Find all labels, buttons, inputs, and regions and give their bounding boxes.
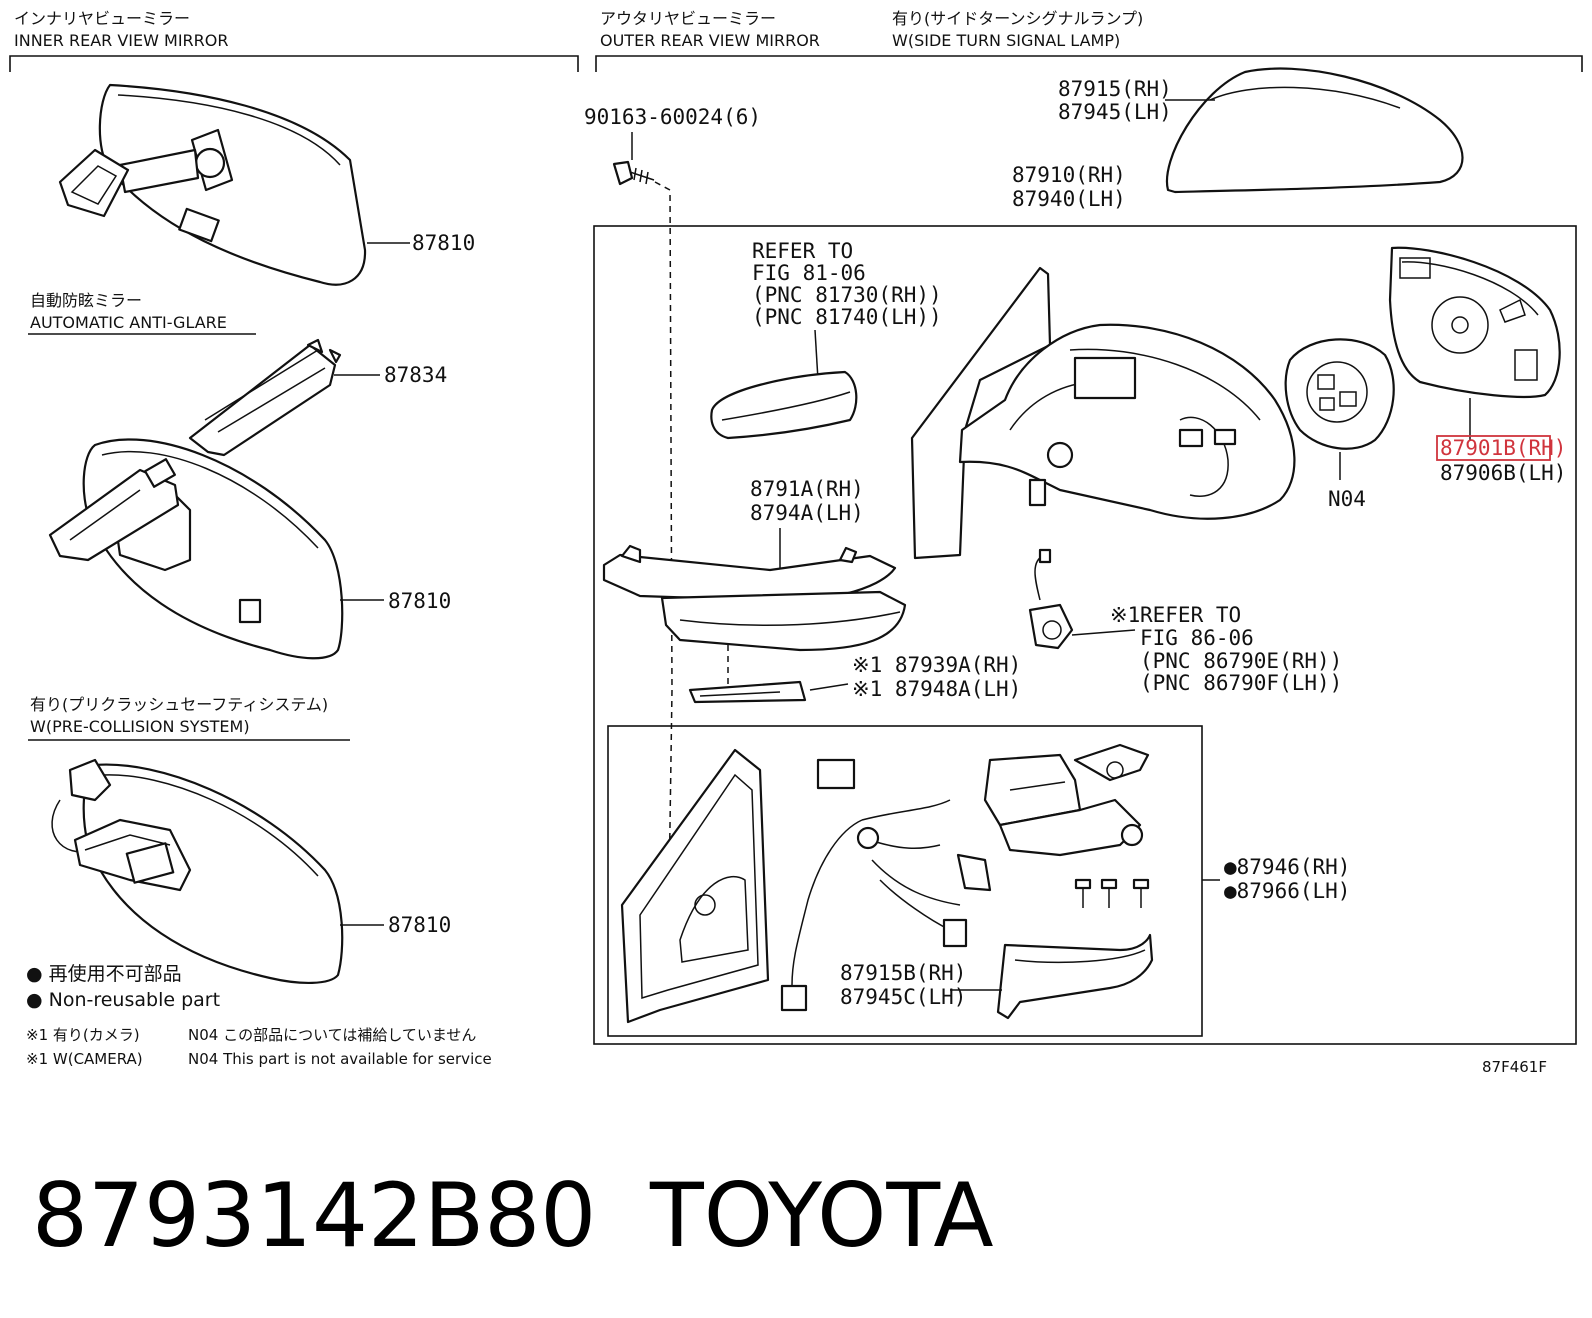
figure-code: 87F461F [1482, 1058, 1547, 1076]
header-antiglare-en: AUTOMATIC ANTI-GLARE [30, 313, 227, 332]
bracket-87834 [188, 338, 342, 457]
callout-kit-rh: ●87946(RH) [1224, 855, 1350, 879]
header-precollision-jp: 有り(プリクラッシュセーフティシステム) [30, 695, 328, 714]
screw-set [1074, 878, 1150, 908]
refer2-line2: FIG 86-06 [1140, 626, 1254, 650]
header-signal-jp: 有り(サイドターンシグナルランプ) [892, 9, 1143, 28]
header-precollision-en: W(PRE-COLLISION SYSTEM) [30, 717, 250, 736]
wire-harness [780, 758, 992, 1012]
mirror-body-assembly [910, 266, 1296, 560]
mirror-actuator-n04 [1284, 338, 1395, 450]
inner-section-bracket [9, 55, 579, 72]
callout-cover-lh: 87945(LH) [1058, 100, 1172, 124]
turn-signal-lamp [710, 370, 858, 440]
callout-visor-rh: 8791A(RH) [750, 477, 864, 501]
callout-87834: 87834 [384, 363, 447, 387]
legend-nonreusable-en: ● Non-reusable part [26, 989, 220, 1011]
header-outer-jp: アウタリヤビューミラー [600, 9, 776, 28]
brand-name: TOYOTA [649, 1164, 994, 1267]
callout-glass-lh: 87906B(LH) [1440, 461, 1566, 485]
callout-cover-rh: 87915(RH) [1058, 77, 1172, 101]
lower-visor [602, 544, 907, 652]
leader-camera [809, 683, 849, 691]
inner-mirror-3 [51, 758, 344, 985]
refer1-line1: REFER TO [752, 239, 853, 263]
leader-refer2 [1071, 629, 1136, 636]
refer1-line3: (PNC 81730(RH)) [752, 283, 942, 307]
screw-icon [612, 160, 655, 186]
callout-screw: 90163-60024(6) [584, 105, 761, 129]
callout-visor-lh: 8794A(LH) [750, 501, 864, 525]
outer-section-bracket [595, 55, 1583, 72]
mirror-fold-motor [983, 743, 1150, 857]
callout-87810-3: 87810 [388, 913, 451, 937]
callout-mirror-assy-lh: 87940(LH) [1012, 187, 1126, 211]
header-antiglare-jp: 自動防眩ミラー [30, 291, 142, 310]
part-number: 8793142B80 [32, 1164, 596, 1267]
refer1-line4: (PNC 81740(LH)) [752, 305, 942, 329]
callout-lower-cover-rh: 87915B(RH) [840, 961, 966, 985]
legend-camera-en: ※1 W(CAMERA) [26, 1050, 143, 1068]
refer2-line3: (PNC 86790E(RH)) [1140, 649, 1342, 673]
camera-bracket [688, 680, 807, 704]
refer2-prefix: ※1 [1110, 603, 1140, 627]
header-inner-jp: インナリヤビューミラー [14, 9, 190, 28]
refer2-line1: REFER TO [1140, 603, 1241, 627]
callout-kit-lh: ●87966(LH) [1224, 879, 1350, 903]
legend-n04-jp: N04 この部品については補給していません [188, 1026, 476, 1044]
legend-n04-en: N04 This part is not available for servi… [188, 1050, 492, 1068]
mirror-cover [1165, 67, 1464, 194]
lower-kit-frame [607, 725, 1203, 1037]
callout-mirror-assy-rh: 87910(RH) [1012, 163, 1126, 187]
mirror-base-garnish [620, 748, 770, 1024]
callout-cam-lh: ※1 87948A(LH) [852, 677, 1021, 701]
callout-glass-rh: 87901B(RH) [1440, 436, 1566, 460]
legend-nonreusable-jp: ● 再使用不可部品 [26, 963, 182, 985]
callout-lower-cover-lh: 87945C(LH) [840, 985, 966, 1009]
inner-mirror-2 [48, 438, 344, 660]
callout-cam-rh: ※1 87939A(RH) [852, 653, 1021, 677]
header-signal-en: W(SIDE TURN SIGNAL LAMP) [892, 31, 1120, 50]
inner-mirror-1 [58, 83, 367, 286]
callout-n04: N04 [1328, 487, 1366, 511]
leader-refer1 [814, 329, 819, 381]
legend-camera-jp: ※1 有り(カメラ) [26, 1026, 140, 1044]
callout-87810-2: 87810 [388, 589, 451, 613]
header-outer-en: OUTER REAR VIEW MIRROR [600, 31, 820, 50]
header-inner-en: INNER REAR VIEW MIRROR [14, 31, 229, 50]
lower-cover [996, 933, 1154, 1020]
refer2-line4: (PNC 86790F(LH)) [1140, 671, 1342, 695]
mirror-glass [1388, 246, 1561, 399]
callout-87810-1: 87810 [412, 231, 475, 255]
refer1-line2: FIG 81-06 [752, 261, 866, 285]
side-camera [1028, 548, 1074, 650]
screw-guide-line [654, 181, 673, 961]
glass-rh-highlight [1436, 435, 1551, 461]
outer-mirror-frame [593, 225, 1577, 1045]
